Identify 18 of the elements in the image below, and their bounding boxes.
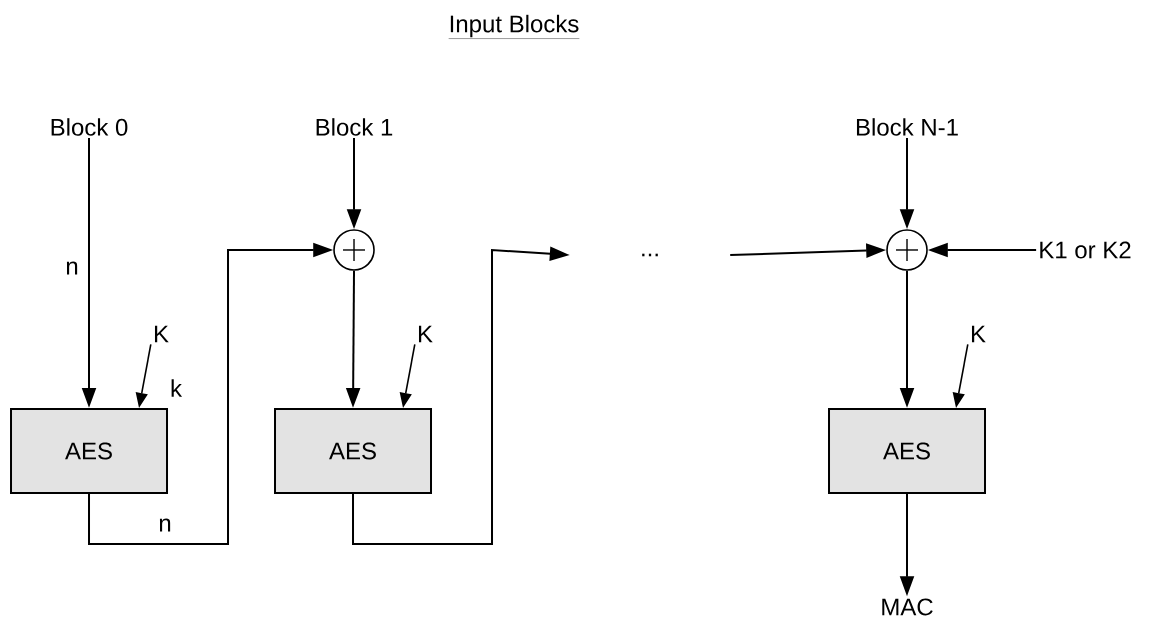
block-label: Block N-1 — [856, 118, 958, 136]
block-label: MAC — [882, 598, 933, 616]
edge-label: n — [157, 517, 173, 533]
xor-circle — [333, 229, 375, 271]
xor-circle — [886, 229, 928, 271]
block-label: Block 0 — [51, 118, 128, 136]
edge-label: k — [169, 378, 183, 398]
key-label: K — [972, 325, 986, 343]
ellipsis: ... — [642, 253, 658, 257]
edge-label: n — [64, 260, 80, 276]
aes-box: AES — [274, 408, 432, 494]
aes-box: AES — [828, 408, 986, 494]
aes-box: AES — [10, 408, 168, 494]
title: Input Blocks — [448, 14, 580, 39]
key-label: K — [155, 325, 169, 343]
key-label: K — [419, 325, 433, 343]
block-label: Block 1 — [316, 118, 393, 136]
block-label: K1 or K2 — [1040, 241, 1131, 259]
